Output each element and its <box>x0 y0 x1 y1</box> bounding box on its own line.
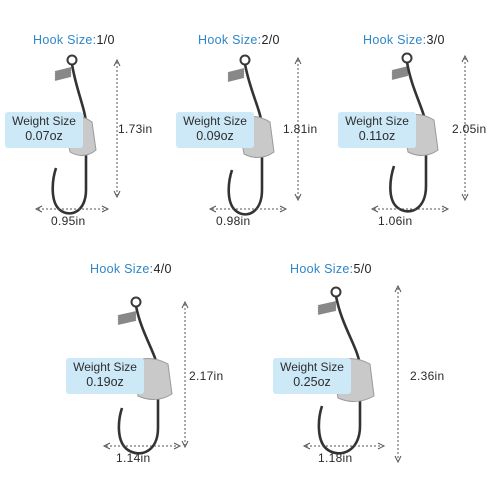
hook-size-label: Hook Size: <box>198 33 262 47</box>
hook-title-4: Hook Size:4/0 <box>90 262 172 276</box>
hook-width-2: 0.98in <box>216 214 251 228</box>
hook-size-label: Hook Size: <box>290 262 354 276</box>
hook-width-3: 1.06in <box>378 214 413 228</box>
hook-length-1: 1.73in <box>118 122 153 136</box>
hook-title-5: Hook Size:5/0 <box>290 262 372 276</box>
hook-size-value: 2/0 <box>261 33 280 47</box>
hook-size-value: 5/0 <box>353 262 372 276</box>
hook-title-1: Hook Size:1/0 <box>33 33 115 47</box>
weight-size-value: 0.11oz <box>358 129 396 143</box>
weight-size-badge-4: Weight Size 0.19oz <box>66 358 144 394</box>
weight-size-badge-1: Weight Size 0.07oz <box>5 112 83 148</box>
hook-length-2: 1.81in <box>283 122 318 136</box>
weight-size-value: 0.25oz <box>293 375 331 389</box>
hook-size-value: 4/0 <box>153 262 172 276</box>
weight-size-label: Weight Size <box>280 360 344 374</box>
hook-size-label: Hook Size: <box>33 33 97 47</box>
weight-size-label: Weight Size <box>345 114 409 128</box>
hook-width-1: 0.95in <box>51 214 86 228</box>
weight-size-badge-5: Weight Size 0.25oz <box>273 358 351 394</box>
weight-size-value: 0.19oz <box>86 375 124 389</box>
hook-title-3: Hook Size:3/0 <box>363 33 445 47</box>
weight-size-value: 0.09oz <box>196 129 234 143</box>
weight-size-badge-2: Weight Size 0.09oz <box>176 112 254 148</box>
hook-size-label: Hook Size: <box>90 262 154 276</box>
hook-title-2: Hook Size:2/0 <box>198 33 280 47</box>
hook-width-4: 1.14in <box>116 451 151 465</box>
hook-size-value: 3/0 <box>426 33 445 47</box>
weight-size-label: Weight Size <box>73 360 137 374</box>
weight-size-label: Weight Size <box>12 114 76 128</box>
weight-size-label: Weight Size <box>183 114 247 128</box>
weight-size-value: 0.07oz <box>25 129 63 143</box>
hook-size-label: Hook Size: <box>363 33 427 47</box>
hook-length-4: 2.17in <box>189 369 224 383</box>
hook-length-3: 2.05in <box>452 122 487 136</box>
hook-size-value: 1/0 <box>96 33 115 47</box>
weight-size-badge-3: Weight Size 0.11oz <box>338 112 416 148</box>
hook-width-5: 1.18in <box>318 451 353 465</box>
hook-length-5: 2.36in <box>410 369 445 383</box>
